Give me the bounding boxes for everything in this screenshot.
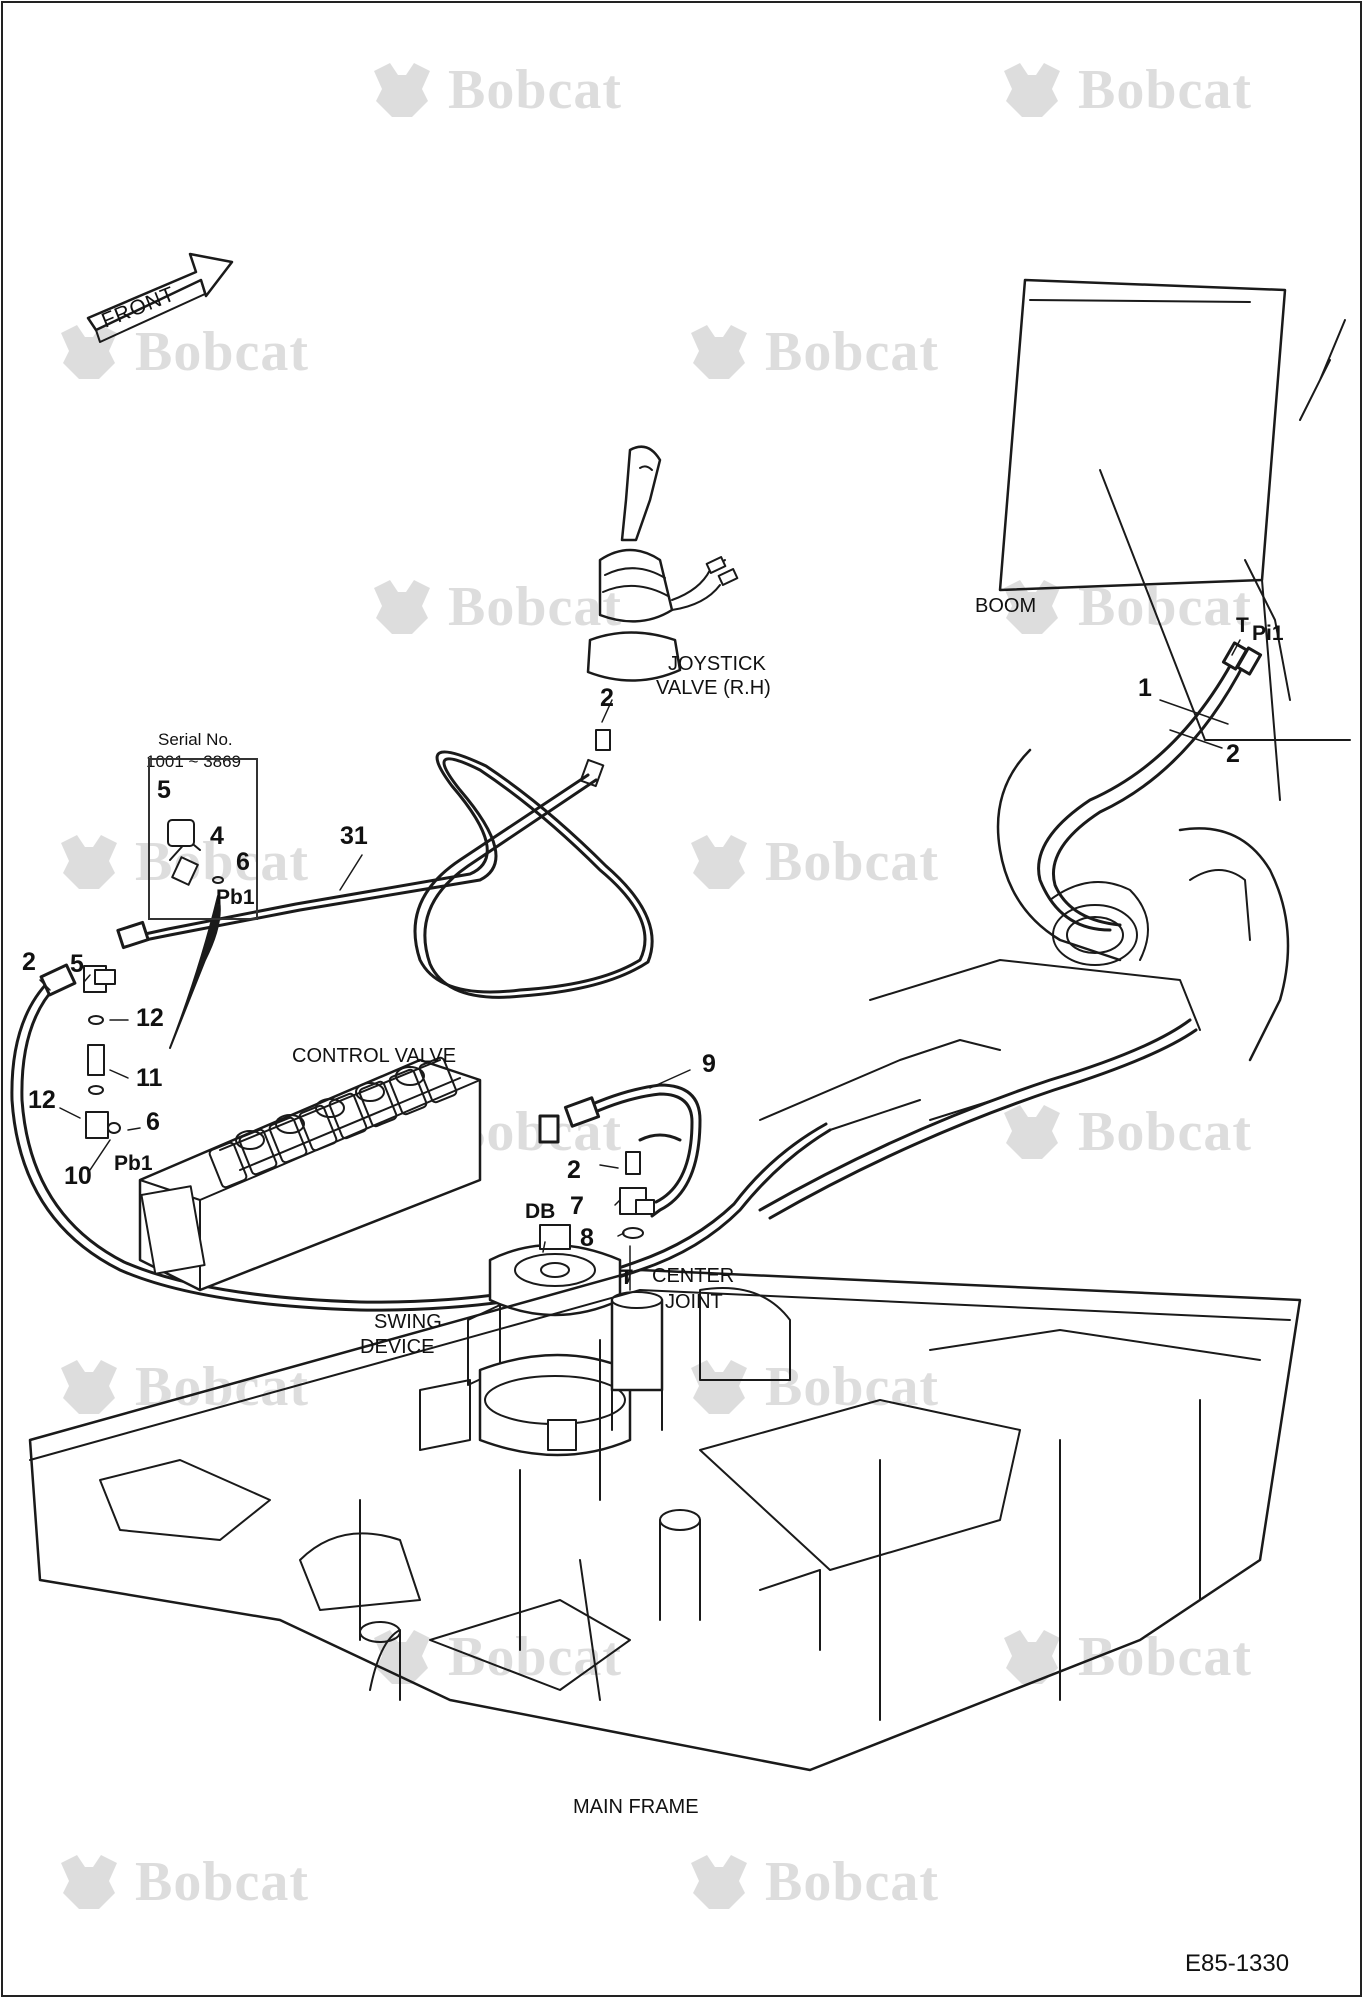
hose-9: [538, 1083, 702, 1218]
port-pb1-lower: Pb1: [114, 1152, 153, 1175]
swing-device-label-line1: SWING: [374, 1311, 442, 1333]
callout-5-inset: 5: [157, 776, 171, 804]
callout-1: 1: [1138, 674, 1152, 702]
callout-4-inset: 4: [210, 822, 224, 850]
arrow-right-icon: [86, 252, 234, 343]
callout-10: 10: [64, 1162, 92, 1190]
serial-number-title: Serial No.: [158, 730, 233, 749]
port-pb1-inset: Pb1: [216, 886, 255, 909]
callout-6-lower: 6: [146, 1108, 160, 1136]
fitting-cluster-left: [83, 819, 224, 1139]
callout-7: 7: [570, 1192, 584, 1220]
callout-31: 31: [340, 822, 368, 850]
swing-device-label-line2: DEVICE: [360, 1336, 435, 1358]
callout-2-center: 2: [567, 1156, 581, 1184]
control-valve-label: CONTROL VALVE: [292, 1045, 457, 1067]
callout-12-upper: 12: [136, 1004, 164, 1032]
main-frame-drawing: [28, 959, 1302, 1772]
callout-leaders: [39, 639, 1241, 1283]
main-frame-label: MAIN FRAME: [573, 1796, 699, 1818]
callout-8: 8: [580, 1224, 594, 1252]
callout-2-boom: 2: [1226, 740, 1240, 768]
port-pi1: Pi1: [1252, 622, 1284, 645]
center-joint-label-line1: CENTER: [652, 1265, 735, 1287]
boom-label: BOOM: [975, 595, 1037, 617]
callout-9: 9: [702, 1050, 716, 1078]
callout-2-left: 2: [22, 948, 36, 976]
serial-range-inset: [148, 758, 258, 920]
port-t-boom: T: [1236, 614, 1249, 637]
callout-11: 11: [136, 1064, 163, 1092]
boom-hoses: [1037, 641, 1263, 932]
joystick-label-line1: JOYSTICK: [668, 653, 766, 675]
callout-12-lower: 12: [28, 1086, 56, 1114]
control-valve-drawing: [138, 1056, 482, 1292]
port-t-center: T: [620, 1266, 633, 1289]
center-joint-drawing: [610, 1245, 664, 1431]
hose-31: [116, 750, 654, 999]
swing-device-drawing: [467, 1224, 632, 1457]
joystick-valve-drawing: [579, 445, 739, 788]
center-joint-label-line2: JOINT: [665, 1291, 723, 1313]
drawing-id: E85-1330: [1185, 1950, 1290, 1977]
callout-2-joystick: 2: [600, 684, 614, 712]
serial-number-range: 1001 ~ 3869: [146, 752, 242, 771]
joystick-label-line2: VALVE (R.H): [656, 677, 771, 699]
boom-drawing: [996, 278, 1351, 1062]
center-fittings: [619, 1151, 655, 1239]
callout-5-left: 5: [70, 950, 84, 978]
port-db: DB: [525, 1200, 556, 1223]
callout-6-inset: 6: [236, 848, 250, 876]
